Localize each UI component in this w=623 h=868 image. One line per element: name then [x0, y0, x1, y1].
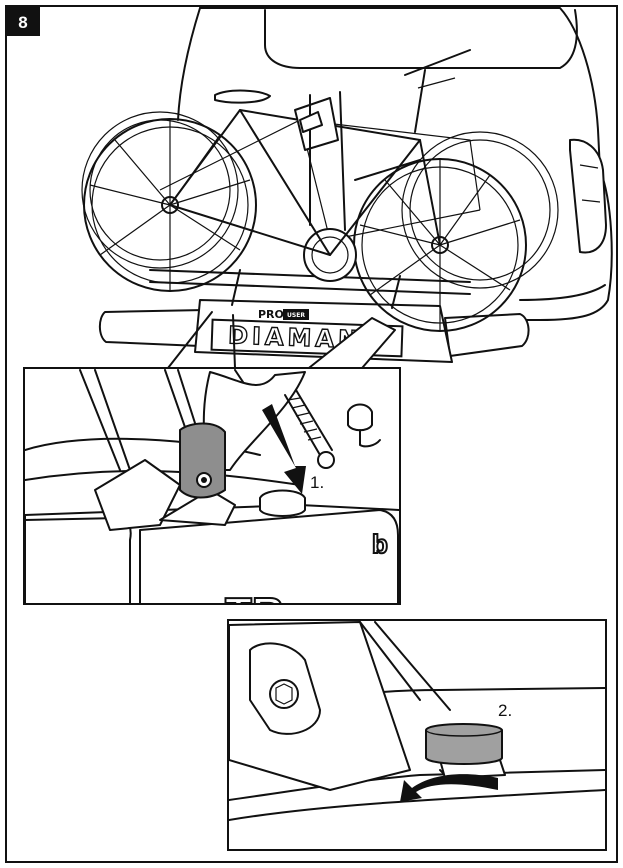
plate-fragment-text: TR	[225, 589, 284, 638]
car-rear	[177, 6, 613, 321]
clamp-strap	[179, 422, 226, 499]
bike-carrier: DIAMANT PRO USER	[98, 269, 530, 363]
carrier-logo: PRO USER	[258, 308, 309, 321]
step-number: 8	[18, 13, 27, 32]
carrier-brand-badge: USER	[287, 312, 305, 319]
arrow-down-icon	[262, 404, 306, 494]
saddle	[214, 89, 271, 104]
rotate-arrow-icon	[400, 774, 498, 802]
locking-knob	[425, 723, 503, 765]
bike-front-rear-wheel	[83, 118, 257, 292]
detail-panel-2: 2.	[227, 619, 607, 851]
bike-front	[83, 49, 527, 332]
callout-2: 2.	[498, 701, 512, 720]
detail-panel-1: TR b 1.	[23, 367, 401, 638]
carrier-brand: PRO	[258, 308, 284, 321]
callout-1: 1.	[310, 473, 324, 492]
plate-fragment-mark: b	[372, 529, 388, 559]
step-badge: 8	[6, 6, 40, 36]
page-frame	[5, 5, 618, 863]
